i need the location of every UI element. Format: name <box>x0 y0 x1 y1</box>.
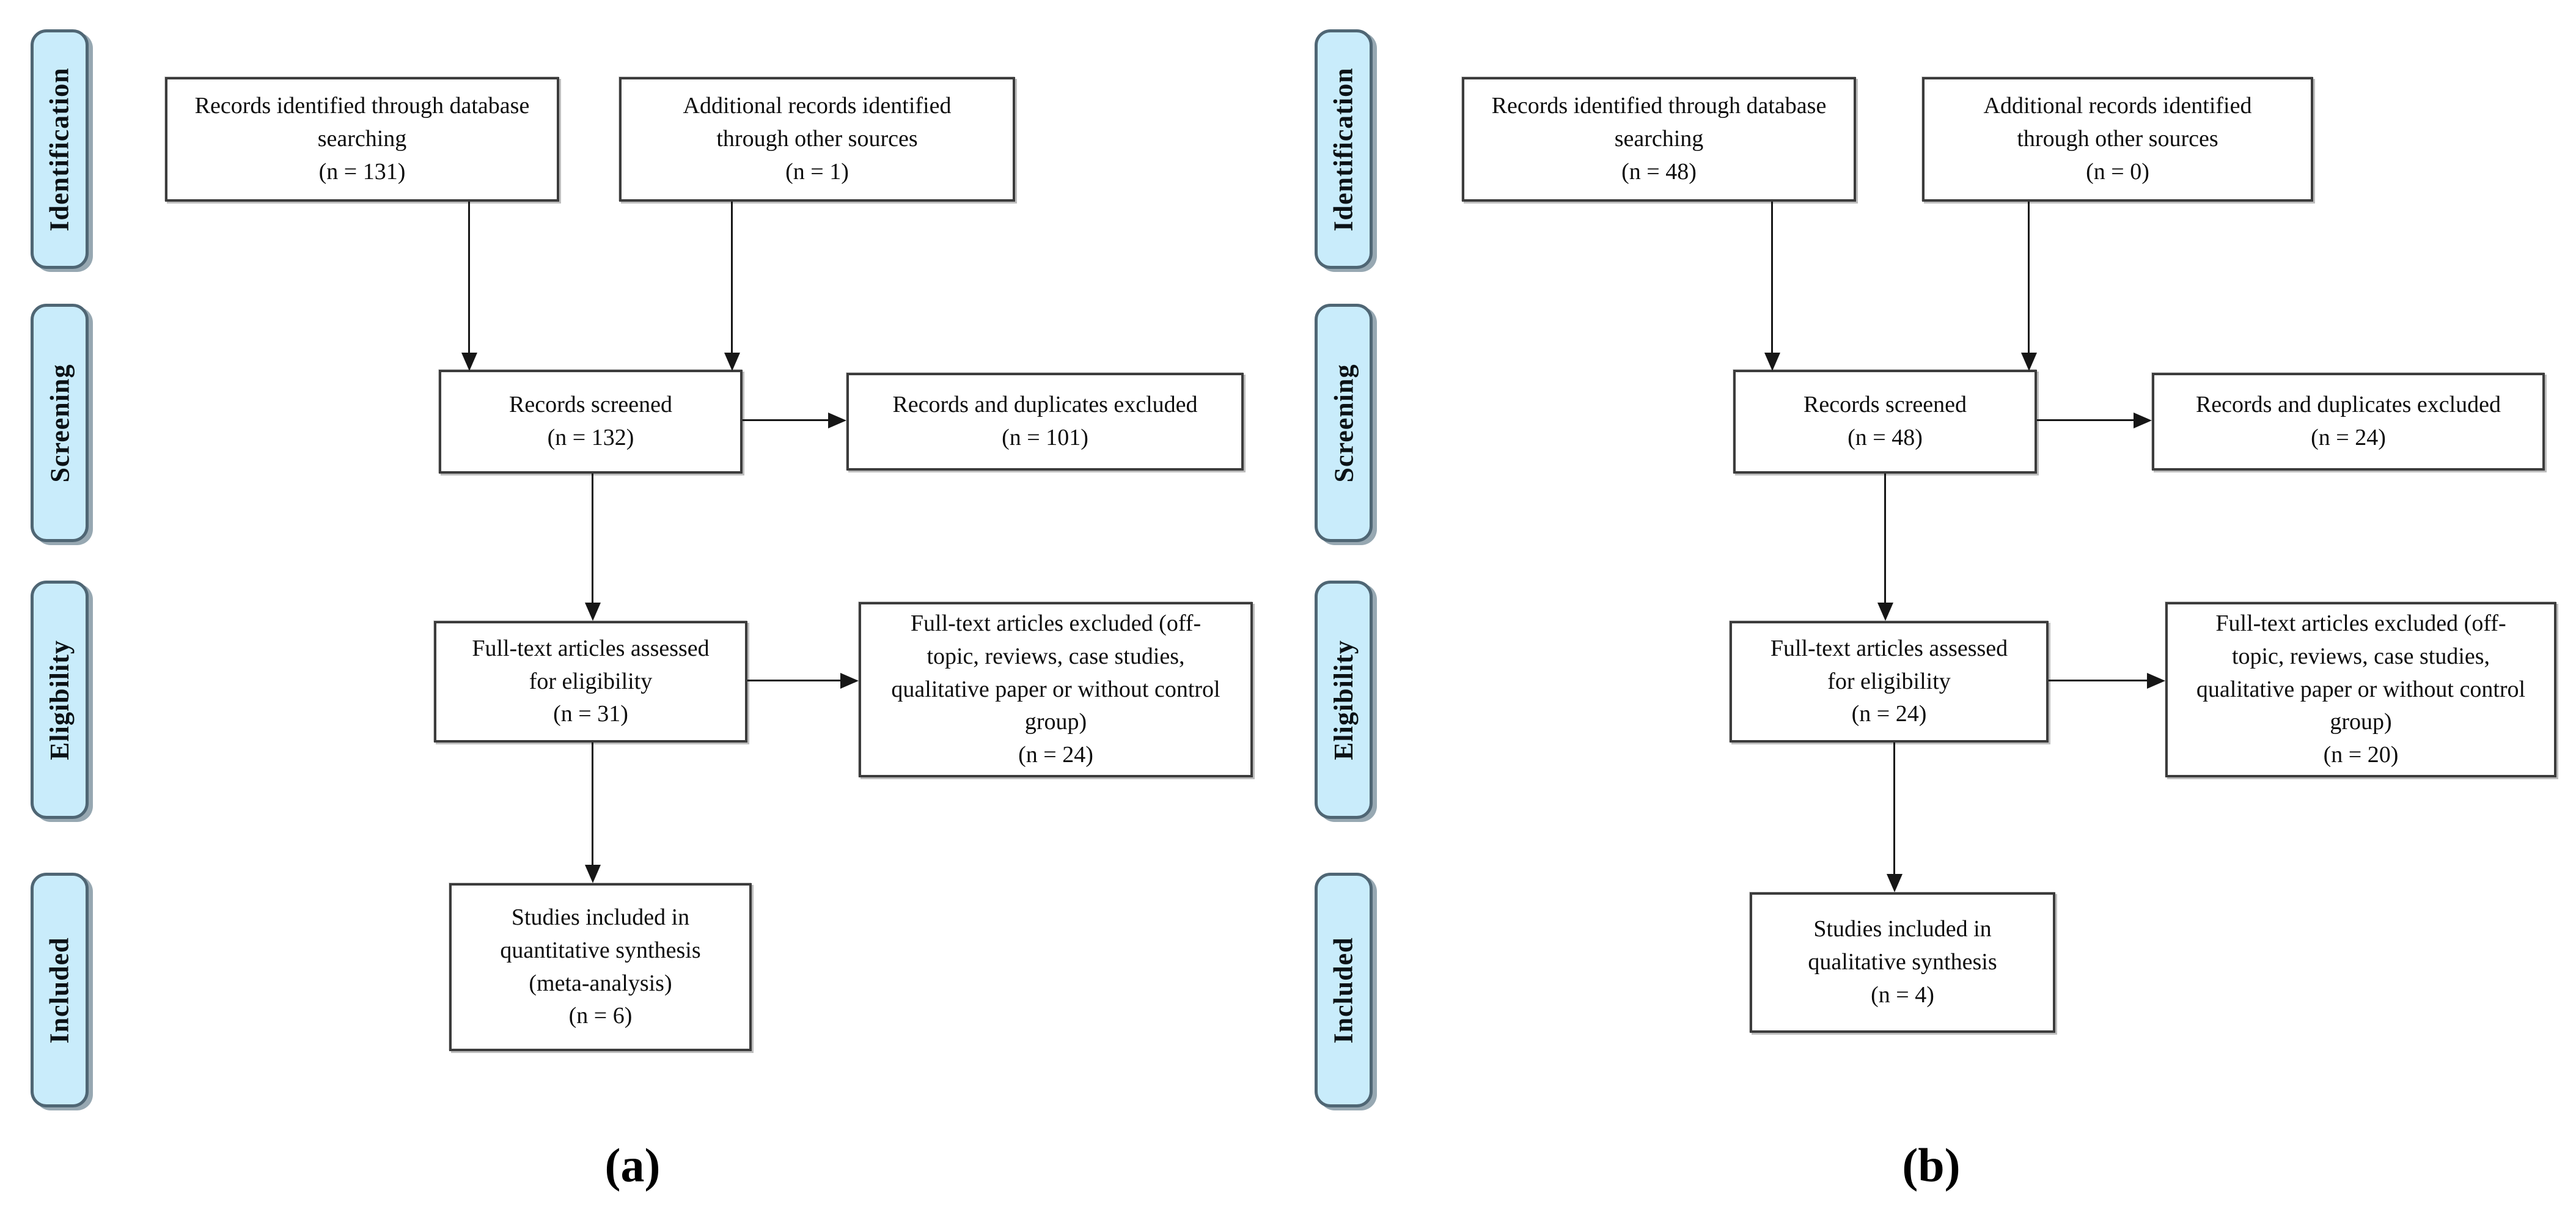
box-fulltext-excluded-a: Full-text articles excluded (off- topic,… <box>859 602 1253 777</box>
box-fulltext-assessed-b: Full-text articles assessed for eligibil… <box>1730 621 2049 743</box>
arrow-db-to-screened-head-b <box>1764 353 1780 371</box>
stage-screening-label-a: Screening <box>45 364 75 482</box>
box-included-a: Studies included in quantitative synthes… <box>449 883 752 1051</box>
caption-b: (b) <box>1902 1139 1961 1192</box>
box-duplicates-excluded-b: Records and duplicates excluded (n = 24) <box>2152 373 2545 471</box>
box-identified-other-b: Additional records identified through ot… <box>1922 77 2313 202</box>
arrow-fulltext-to-excluded-head-a <box>840 673 859 689</box>
arrow-fulltext-to-included-line-b <box>1893 743 1895 874</box>
stage-screening-a: Screening <box>31 304 89 542</box>
arrow-fulltext-to-excluded-line-a <box>747 680 840 681</box>
arrow-screened-to-fulltext-head-b <box>1877 603 1893 621</box>
arrow-screened-to-fulltext-head-a <box>585 603 601 621</box>
stage-eligibility-label-a: Eligibility <box>45 639 75 760</box>
arrow-fulltext-to-excluded-line-b <box>2049 680 2147 681</box>
arrow-other-to-screened-line-a <box>731 202 733 353</box>
arrow-other-to-screened-head-b <box>2021 353 2037 371</box>
stage-screening-label-b: Screening <box>1329 364 1359 482</box>
stage-eligibility-label-b: Eligibility <box>1329 639 1359 760</box>
stage-identification-a: Identification <box>31 29 89 269</box>
stage-screening-b: Screening <box>1315 304 1373 542</box>
stage-included-label-b: Included <box>1329 936 1359 1044</box>
arrow-db-to-screened-head-a <box>461 353 477 371</box>
arrow-screened-to-excluded-line-a <box>743 419 828 421</box>
stage-included-a: Included <box>31 873 89 1107</box>
box-identified-db-a: Records identified through database sear… <box>165 77 559 202</box>
stage-included-label-a: Included <box>45 936 75 1044</box>
stage-identification-label-a: Identification <box>45 67 75 232</box>
arrow-db-to-screened-line-a <box>468 202 470 353</box>
arrow-fulltext-to-included-head-b <box>1887 874 1903 892</box>
box-screened-b: Records screened (n = 48) <box>1733 370 2037 474</box>
arrow-screened-to-excluded-head-a <box>828 413 846 428</box>
box-fulltext-assessed-a: Full-text articles assessed for eligibil… <box>434 621 747 743</box>
arrow-other-to-screened-line-b <box>2028 202 2030 353</box>
arrow-screened-to-excluded-line-b <box>2037 419 2134 421</box>
stage-identification-label-b: Identification <box>1329 67 1359 232</box>
box-screened-a: Records screened (n = 132) <box>439 370 743 474</box>
box-identified-other-a: Additional records identified through ot… <box>619 77 1015 202</box>
arrow-fulltext-to-excluded-head-b <box>2147 673 2165 689</box>
caption-a: (a) <box>604 1139 661 1192</box>
stage-eligibility-a: Eligibility <box>31 581 89 819</box>
arrow-screened-to-fulltext-line-b <box>1884 474 1886 603</box>
stage-eligibility-b: Eligibility <box>1315 581 1373 819</box>
stage-included-b: Included <box>1315 873 1373 1107</box>
box-fulltext-excluded-b: Full-text articles excluded (off- topic,… <box>2165 602 2556 777</box>
stage-identification-b: Identification <box>1315 29 1373 269</box>
box-identified-db-b: Records identified through database sear… <box>1462 77 1856 202</box>
arrow-db-to-screened-line-b <box>1771 202 1773 353</box>
arrow-other-to-screened-head-a <box>724 353 740 371</box>
arrow-fulltext-to-included-line-a <box>592 743 593 865</box>
arrow-screened-to-excluded-head-b <box>2134 413 2152 428</box>
arrow-screened-to-fulltext-line-a <box>592 474 593 603</box>
arrow-fulltext-to-included-head-a <box>585 865 601 883</box>
box-included-b: Studies included in qualitative synthesi… <box>1750 892 2055 1033</box>
box-duplicates-excluded-a: Records and duplicates excluded (n = 101… <box>846 373 1244 471</box>
